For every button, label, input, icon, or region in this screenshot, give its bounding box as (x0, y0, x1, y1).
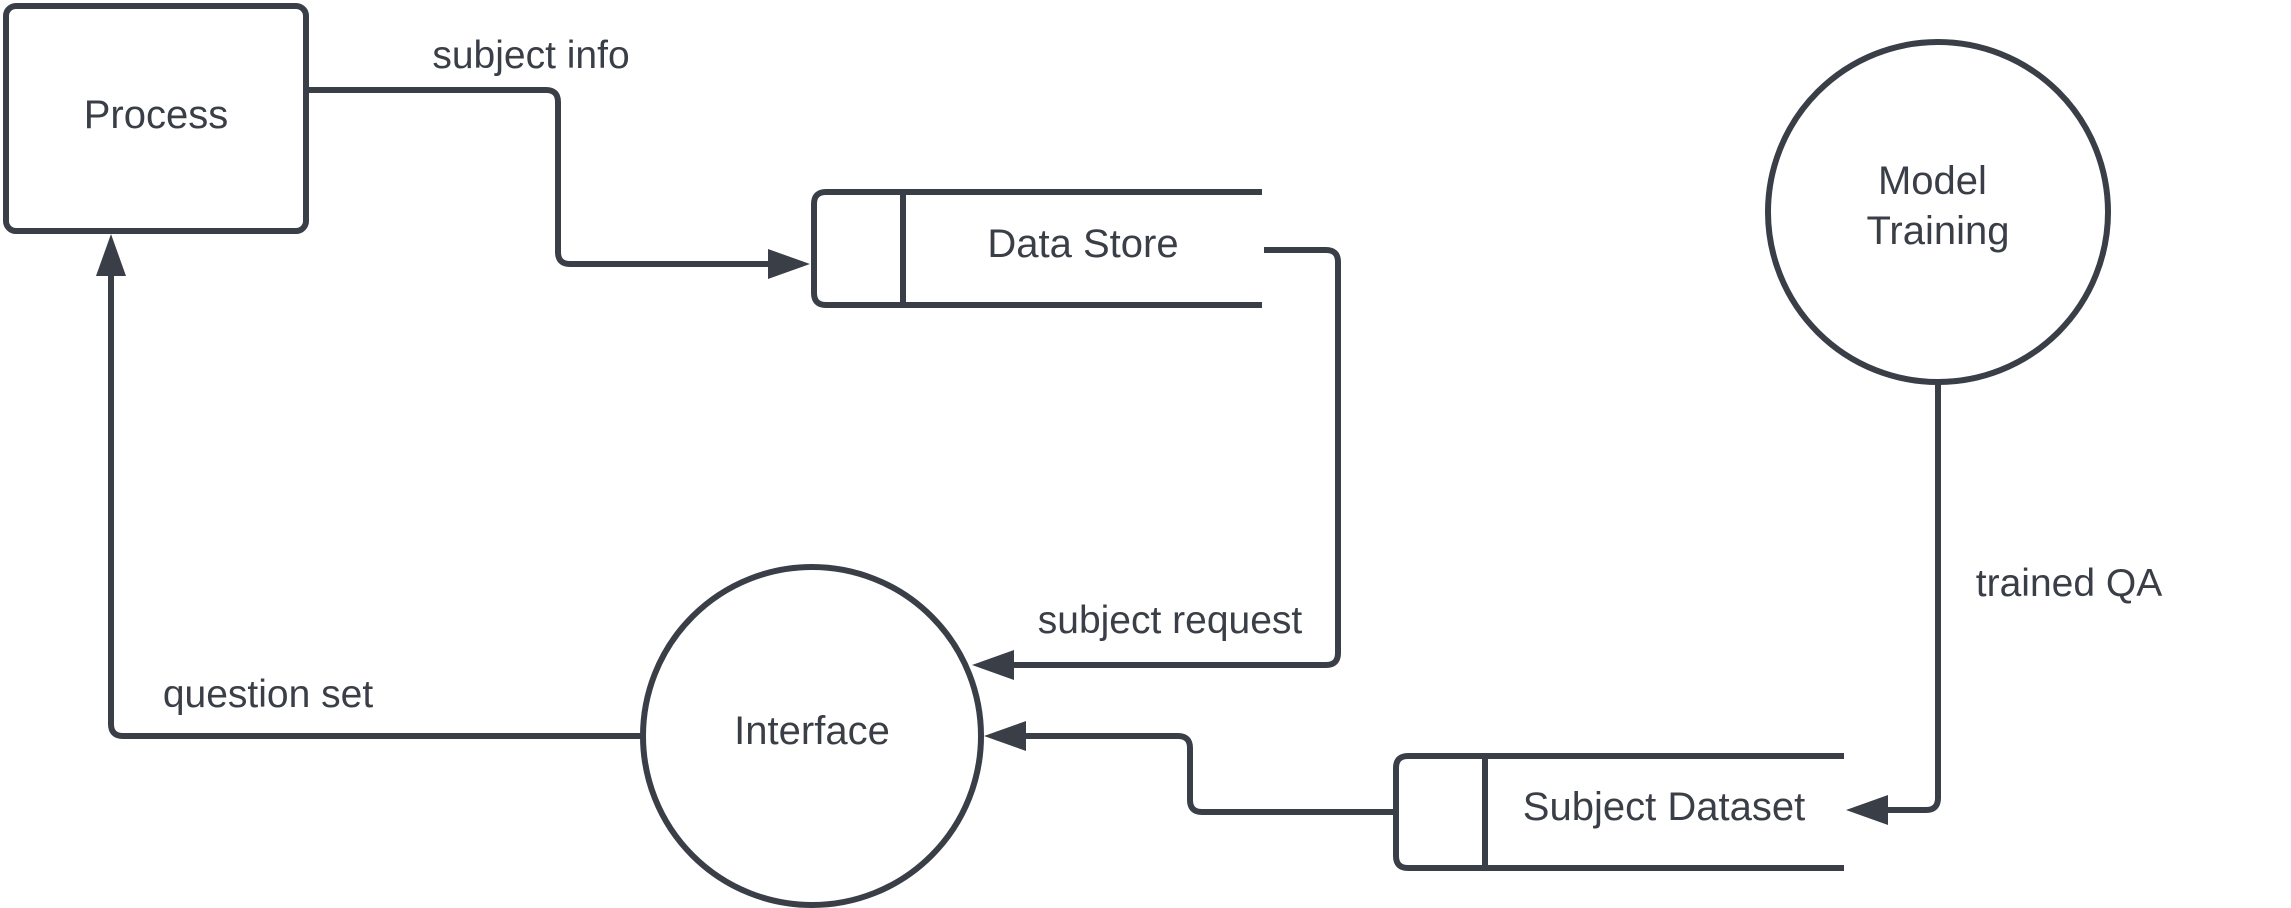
edge-subject-info-arrowhead (768, 249, 810, 279)
edge-subject-request-arrowhead (972, 650, 1014, 680)
model-training-label-line-2: Training (1866, 209, 2009, 253)
model-training-label: Model Training (1866, 159, 2009, 253)
edge-trained-qa-label: trained QA (1976, 562, 2162, 605)
interface-node[interactable]: Interface (640, 564, 984, 908)
edge-dataset-to-interface-line (1024, 733, 1394, 815)
subject-dataset-node[interactable]: Subject Dataset (1393, 753, 1844, 871)
edge-question-set-label: question set (163, 673, 373, 716)
model-training-node[interactable]: Model Training (1765, 39, 2111, 385)
edge-trained-qa-line (1885, 382, 1941, 813)
edge-dataset-to-interface[interactable] (984, 721, 1394, 815)
process-label: Process (84, 93, 229, 137)
edge-subject-info[interactable]: subject info (306, 34, 810, 279)
data-store-label: Data Store (987, 222, 1178, 266)
model-training-label-line-1: Model (1878, 159, 1987, 203)
edge-subject-info-label: subject info (432, 34, 629, 77)
edge-dataset-to-interface-arrowhead (984, 721, 1026, 751)
edge-subject-request-label: subject request (1038, 599, 1303, 642)
edge-question-set-line (108, 272, 643, 739)
edge-question-set-arrowhead (96, 234, 126, 276)
subject-dataset-outline (1393, 753, 1844, 871)
data-store-outline (811, 189, 1262, 308)
edge-trained-qa[interactable]: trained QA (1846, 382, 2162, 825)
edge-subject-info-line (306, 87, 770, 267)
subject-dataset-label: Subject Dataset (1523, 785, 1805, 829)
process-box (3, 3, 309, 234)
interface-label: Interface (734, 709, 890, 753)
data-store-node[interactable]: Data Store (811, 189, 1262, 308)
process-node[interactable]: Process (3, 3, 309, 234)
edge-trained-qa-arrowhead (1846, 795, 1888, 825)
edge-subject-request[interactable]: subject request (972, 247, 1341, 680)
edge-question-set[interactable]: question set (96, 234, 643, 739)
edge-subject-request-line (1011, 247, 1341, 668)
